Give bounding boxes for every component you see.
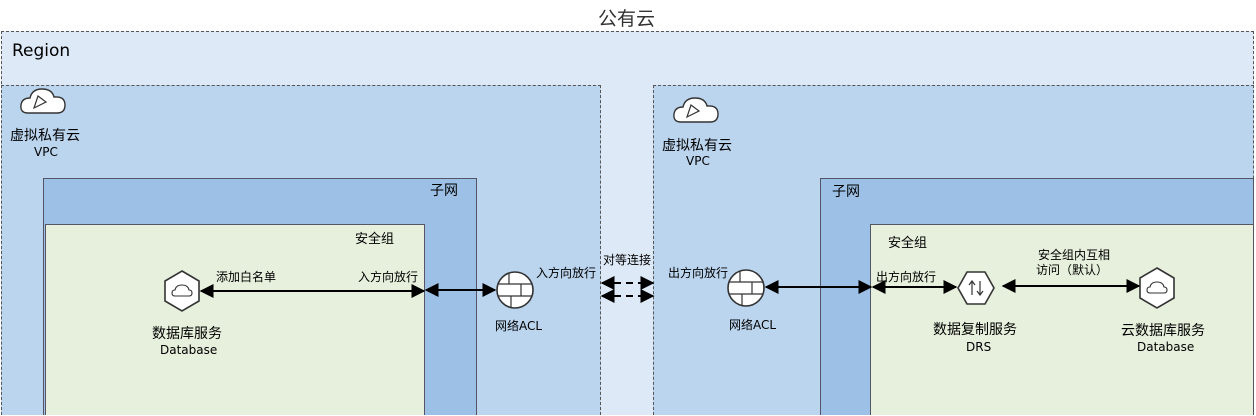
left-inbound-label: 入方向放行 [358, 270, 419, 284]
drs-icon [957, 271, 995, 305]
left-sg-label: 安全组 [355, 232, 395, 247]
cloud-db-sub: Database [1137, 340, 1195, 354]
right-subnet-label: 子网 [832, 184, 860, 200]
left-firewall-icon [496, 271, 534, 309]
whitelist-label: 添加白名单 [216, 270, 277, 284]
left-vpc-cloud-icon [20, 88, 66, 114]
right-acl-label: 网络ACL [729, 318, 777, 332]
db-label: 数据库服务 [152, 326, 222, 342]
left-subnet-label: 子网 [430, 183, 458, 199]
right-sg-label: 安全组 [888, 236, 928, 251]
intra-sg-label-2: 访问（默认） [1036, 263, 1109, 277]
database-icon [164, 270, 200, 312]
left-vpc-sub: VPC [34, 145, 58, 159]
drs-sub: DRS [966, 340, 992, 354]
right-vpc-sub: VPC [686, 154, 710, 168]
region-label: Region [12, 41, 71, 61]
right-security-group-box [870, 224, 1254, 415]
intra-sg-label-1: 安全组内互相 [1038, 248, 1111, 262]
right-firewall-icon [727, 269, 765, 307]
drs-label: 数据复制服务 [933, 322, 1017, 338]
left-vpc-label: 虚拟私有云 [10, 128, 80, 144]
right-acl-outbound-label: 出方向放行 [668, 266, 729, 280]
right-vpc-cloud-icon [673, 97, 719, 123]
cloud-db-label: 云数据库服务 [1121, 323, 1205, 339]
left-security-group-box [45, 224, 425, 415]
diagram-title: 公有云 [598, 8, 656, 30]
cloud-database-icon [1139, 267, 1175, 309]
right-vpc-label: 虚拟私有云 [662, 138, 732, 154]
db-sub: Database [160, 343, 218, 357]
left-acl-label: 网络ACL [495, 319, 543, 333]
peering-label: 对等连接 [603, 253, 652, 267]
peering-inbound-label: 入方向放行 [536, 266, 597, 280]
